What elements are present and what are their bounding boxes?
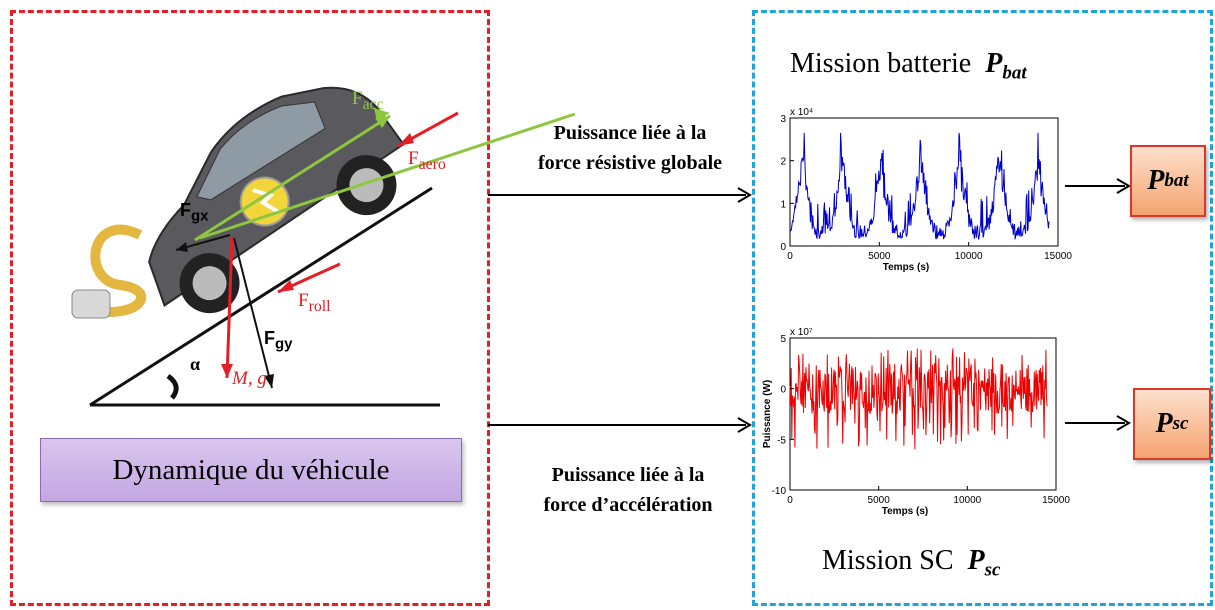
x-tick-label: 15000 <box>1044 251 1072 262</box>
y-tick-label: 3 <box>780 114 786 125</box>
x-tick-label: 5000 <box>868 495 891 506</box>
battery-symbol: Pbat <box>985 48 1027 84</box>
y-tick-label: 0 <box>780 385 786 396</box>
sc-symbol: Psc <box>967 545 1001 581</box>
battery-mission-title: Mission batterie Pbat <box>790 48 1027 84</box>
y-tick-label: 1 <box>780 199 786 210</box>
missions-panel <box>752 10 1213 606</box>
vehicle-illustration <box>71 86 576 407</box>
gravity-arrow <box>225 237 234 379</box>
vehicle-dynamics-panel <box>10 10 490 606</box>
x-tick-label: 0 <box>787 495 793 506</box>
f-roll-label: Froll <box>298 290 331 315</box>
x-tick-label: 5000 <box>868 251 891 262</box>
car <box>148 86 405 314</box>
x-axis-label: Temps (s) <box>883 262 930 273</box>
f-acc-arrow <box>199 112 576 240</box>
f-acc-label: Facc <box>352 88 384 113</box>
bottom-power-label: Puissance liée à la force d’accélération <box>543 464 713 516</box>
y-exponent-label: x 10⁷ <box>790 327 813 338</box>
f-gy-label: Fgy <box>264 328 293 353</box>
f-gy-arrow <box>233 237 273 389</box>
y-tick-label: -5 <box>777 435 786 446</box>
vehicle-dynamics-caption: Dynamique du véhicule <box>40 438 462 502</box>
y-axis-label: Puissance (W) <box>762 380 773 448</box>
y-tick-label: -10 <box>772 486 787 497</box>
top-arrow <box>488 187 752 203</box>
y-tick-label: 5 <box>780 334 786 345</box>
f-aero-label: Faero <box>408 148 446 173</box>
battery-power-chart: 0 5000 10000 15000 0 1 2 3 x 10⁴ Temps (s) <box>780 107 1072 273</box>
charging-cable <box>89 224 147 317</box>
data-series-line <box>789 348 1048 450</box>
plug <box>71 289 111 319</box>
output-arrow-bat <box>1065 178 1131 194</box>
top-power-label: Puissance liée à la force résistive glob… <box>537 122 722 174</box>
sc-power-chart: 0 5000 10000 15000 5 0 -5 -10 x 10⁷ Temps (s) Puis… <box>762 327 1070 517</box>
incline-line <box>89 186 433 407</box>
x-tick-label: 10000 <box>955 251 983 262</box>
y-tick-label: 0 <box>780 242 786 253</box>
sc-mission-title: Mission SC Psc <box>822 545 1001 581</box>
bottom-arrow <box>488 417 752 433</box>
mg-label: M, g <box>232 368 267 389</box>
alpha-label: α <box>190 354 201 374</box>
y-tick-label: 2 <box>780 157 786 168</box>
x-tick-label: 15000 <box>1042 495 1070 506</box>
x-tick-label: 10000 <box>953 495 981 506</box>
data-series-line <box>789 132 1050 240</box>
x-tick-label: 0 <box>787 251 793 262</box>
x-axis-label: Temps (s) <box>882 506 929 517</box>
y-exponent-label: x 10⁴ <box>790 107 813 118</box>
output-arrow-sc <box>1065 415 1131 431</box>
f-gx-label: Fgx <box>180 200 209 225</box>
angle-arc <box>166 373 179 400</box>
f-acc-arrowhead <box>375 116 390 128</box>
